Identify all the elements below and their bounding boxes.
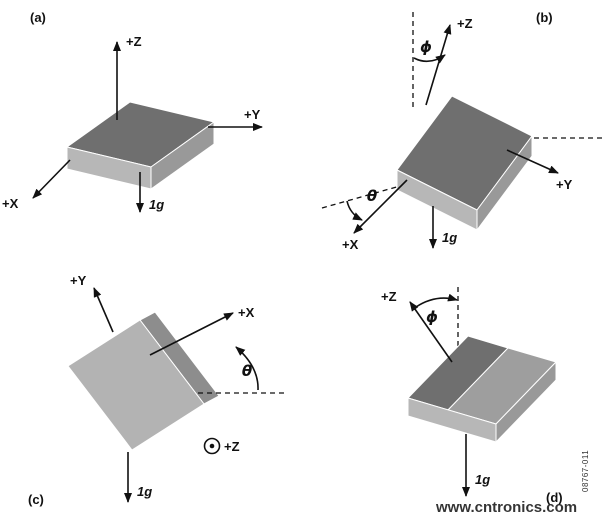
package-side-face — [150, 121, 215, 190]
panel-a: (a) +Z +Y +X 1g — [2, 10, 263, 213]
gravity-label: 1g — [475, 472, 490, 487]
panel-b: (b) +Z +Y +X 1g ϕ θ — [321, 10, 602, 252]
phi-label: ϕ — [426, 308, 438, 326]
y-axis-label: +Y — [556, 177, 573, 192]
z-axis-arrow — [425, 24, 452, 106]
panel-d-tag: (d) — [546, 490, 563, 505]
left-reference-line — [321, 185, 401, 209]
z-axis-out-of-plane-dot — [209, 443, 215, 449]
z-axis-label: +Z — [381, 289, 397, 304]
x-axis-arrow — [353, 179, 408, 234]
gravity-label: 1g — [137, 484, 152, 499]
y-axis-label: +Y — [70, 273, 87, 288]
panel-c: +Y +X +Z 1g θ (c) — [28, 273, 288, 507]
y-axis-arrow — [93, 287, 114, 333]
z-axis-label: +Z — [126, 34, 142, 49]
theta-angle-arc — [235, 346, 259, 391]
theta-label: θ — [242, 362, 252, 380]
z-axis-arrow — [409, 301, 453, 363]
package-front-face — [67, 319, 205, 451]
theta-angle-arc — [346, 200, 363, 221]
theta-label: θ — [367, 187, 377, 205]
x-axis-label: +X — [238, 305, 255, 320]
phi-angle-arc — [415, 293, 458, 308]
x-axis-arrow — [32, 159, 71, 199]
gravity-label: 1g — [442, 230, 457, 245]
y-axis-arrow — [506, 149, 559, 174]
figure-number: 08767-011 — [581, 450, 590, 492]
gravity-label: 1g — [149, 197, 164, 212]
phi-angle-arc — [413, 54, 446, 64]
panel-c-tag: (c) — [28, 492, 44, 507]
figure-meta: 08767-011 www.cntronics.com — [435, 450, 590, 516]
x-axis-label: +X — [342, 237, 359, 252]
phi-label: ϕ — [420, 38, 432, 56]
y-axis-label: +Y — [244, 107, 261, 122]
panel-d: +Z ϕ 1g (d) — [381, 287, 563, 505]
package-side-face — [495, 360, 557, 444]
package-side-face — [476, 134, 533, 232]
panel-a-tag: (a) — [30, 10, 46, 25]
panel-b-tag: (b) — [536, 10, 553, 25]
z-axis-label: +Z — [457, 16, 473, 31]
z-axis-label: +Z — [224, 439, 240, 454]
x-axis-label: +X — [2, 196, 19, 211]
watermark: www.cntronics.com — [435, 499, 577, 516]
x-axis-arrow — [149, 312, 234, 356]
